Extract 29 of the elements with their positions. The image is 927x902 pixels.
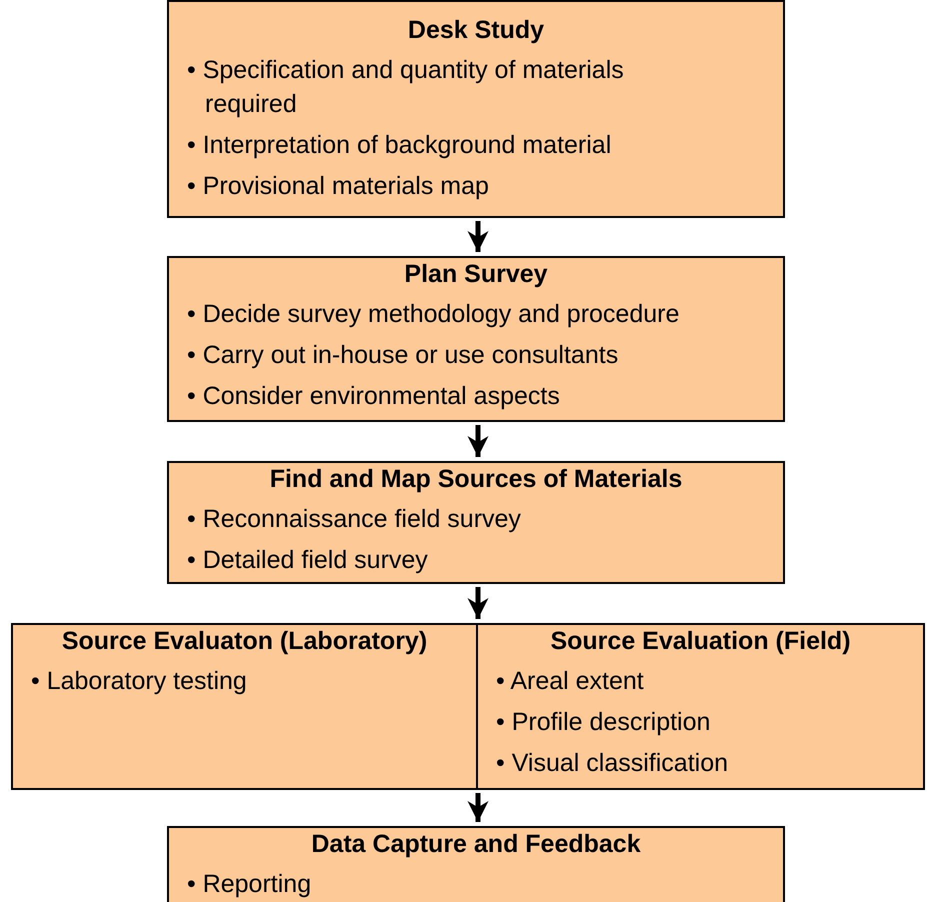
bullet-item: • Consider environmental aspects	[186, 381, 561, 412]
bullet-item: • Laboratory testing	[30, 666, 248, 697]
process-box	[167, 0, 785, 218]
box-heading: Source Evaluaton (Laboratory)	[60, 626, 428, 657]
box-heading: Desk Study	[406, 15, 546, 46]
bullet-item: • Visual classification	[495, 748, 730, 779]
process-box	[167, 461, 785, 584]
bullet-item: • Interpretation of background material	[186, 130, 612, 161]
bullet-item: • Provisional materials map	[186, 171, 490, 202]
bullet-item: • Profile description	[495, 707, 712, 738]
bullet-item: • Decide survey methodology and procedure	[186, 299, 680, 330]
bullet-item: • Reconnaissance field survey	[186, 504, 522, 535]
arrow	[468, 221, 488, 252]
box-heading: Data Capture and Feedback	[310, 829, 642, 860]
arrow	[468, 425, 488, 457]
bullet-item: • Areal extent	[495, 666, 645, 697]
arrow	[468, 793, 488, 822]
process-box	[476, 623, 925, 790]
process-box	[167, 826, 785, 902]
bullet-item: • Reporting	[186, 869, 312, 900]
bullet-item: • Specification and quantity of materials required	[186, 55, 625, 120]
arrow	[468, 587, 488, 619]
bullet-item: • Carry out in-house or use consultants	[186, 340, 620, 371]
box-heading: Source Evaluation (Field)	[549, 626, 852, 657]
process-box	[167, 256, 785, 422]
box-heading: Plan Survey	[403, 259, 549, 290]
box-heading: Find and Map Sources of Materials	[268, 464, 684, 495]
bullet-item: • Detailed field survey	[186, 545, 429, 576]
process-box	[11, 623, 478, 790]
